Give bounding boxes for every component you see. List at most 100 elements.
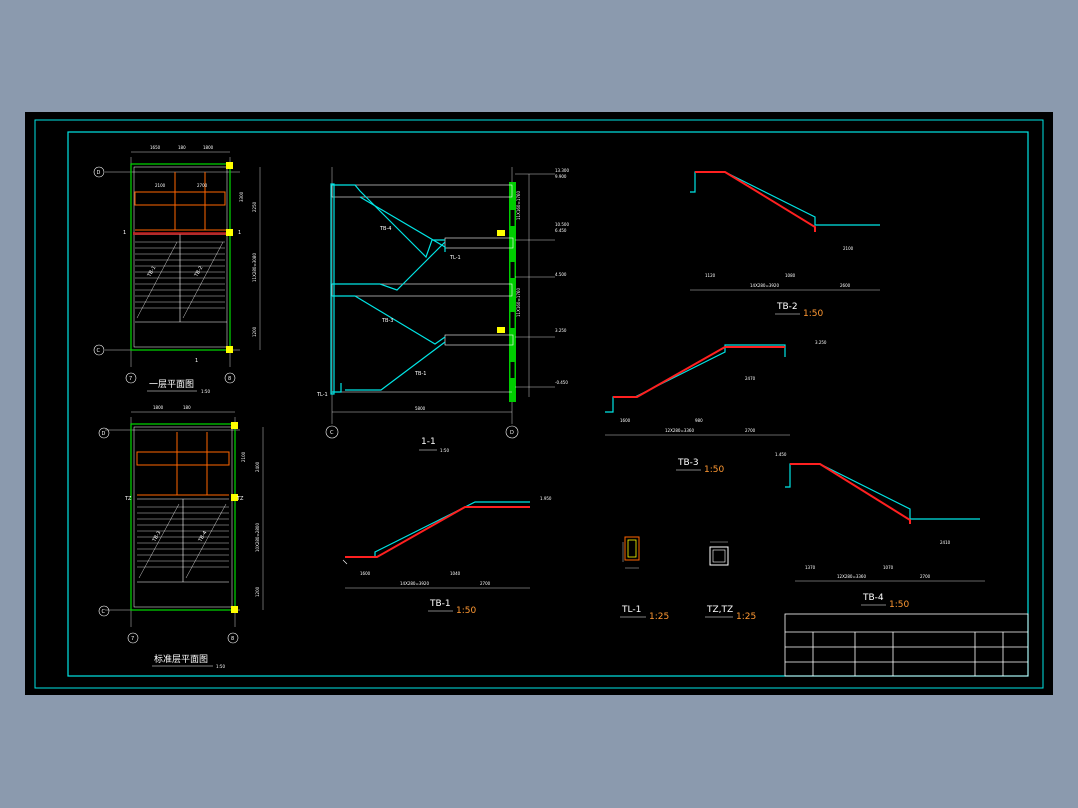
svg-text:9.900: 9.900 [555, 174, 567, 179]
axis-7-label: 7 [129, 376, 132, 382]
std-axis-d-label: D [102, 431, 106, 437]
drawing-sheet: 1650 180 1800 3300 2250 11X280=3080 1200 2… [25, 112, 1053, 695]
tz-scale: 1:25 [736, 612, 756, 622]
svg-text:180: 180 [183, 405, 191, 410]
tb3-scale: 1:50 [704, 465, 724, 475]
tb3-elev: 3.250 [815, 340, 827, 345]
detail-tb-4: 1.450 1370 1070 12X280=3360 2700 2410 TB… [775, 452, 985, 610]
tb4-dim-2: 1070 [883, 565, 894, 570]
tb4-dim-5: 2410 [940, 540, 951, 545]
tb1-dim-3: 14X280=3920 [400, 581, 429, 586]
tb4-scale: 1:50 [889, 600, 909, 610]
svg-text:3300: 3300 [239, 191, 244, 202]
section-title: 1-1 [421, 437, 436, 447]
tb3-dim-4: 2700 [745, 428, 756, 433]
beam-tl-1: TL-1 1:25 [620, 536, 669, 622]
svg-text:2250: 2250 [252, 201, 257, 212]
first-floor-title: 一层平面图 [149, 379, 194, 390]
svg-text:-0.450: -0.450 [555, 380, 568, 385]
svg-text:2700: 2700 [197, 183, 208, 188]
std-axis-c-label: C [102, 609, 106, 615]
tb1-elev: 1.950 [540, 496, 552, 501]
section-scale: 1:50 [440, 448, 449, 453]
svg-text:2100: 2100 [155, 183, 166, 188]
tb1-dim-1: 1600 [360, 571, 371, 576]
svg-text:1: 1 [195, 358, 198, 364]
column-tz: TZ,TZ 1:25 [705, 541, 756, 622]
outer-frame [34, 119, 1044, 689]
tb3-dim-2: 980 [695, 418, 703, 423]
section-axis-d: D [510, 430, 514, 436]
detail-tb-1: 1.950 1600 1040 14X280=3920 2700 TB-1 1:… [342, 496, 552, 616]
tb2-dim-3: 14X280=3920 [750, 283, 779, 288]
tb1-dim-4: 2700 [480, 581, 491, 586]
tb2-dim-1: 1120 [705, 273, 716, 278]
svg-text:1200: 1200 [252, 326, 257, 337]
cad-drawing: 1650 180 1800 3300 2250 11X280=3080 1200 2… [34, 119, 1044, 689]
title-block [784, 613, 1029, 677]
tb4-elev: 1.450 [775, 452, 787, 457]
detail-tb-2: 1120 1080 14X280=3920 2600 2100 TB-2 1:5… [690, 171, 880, 319]
svg-text:2100: 2100 [241, 451, 246, 462]
svg-text:1650: 1650 [150, 145, 161, 150]
svg-text:13.300: 13.300 [555, 168, 569, 173]
svg-text:TZ: TZ [236, 496, 244, 502]
tb1-dim-2: 1040 [450, 571, 461, 576]
tb3-title: TB-3 [677, 458, 699, 468]
std-floor-title: 标准层平面图 [154, 653, 208, 665]
axis-c-label: C [97, 348, 101, 354]
svg-text:6.450: 6.450 [555, 228, 567, 233]
axis-8-label: 8 [228, 376, 231, 382]
tb4-dim-4: 2700 [920, 574, 931, 579]
svg-text:TB-4: TB-4 [197, 530, 208, 544]
tb2-dim-2: 1080 [785, 273, 796, 278]
svg-text:10X280=2800: 10X280=2800 [255, 523, 260, 552]
tb2-scale: 1:50 [803, 309, 823, 319]
svg-text:2400: 2400 [255, 461, 260, 472]
svg-text:11X160=1760: 11X160=1760 [516, 288, 521, 317]
svg-text:1200: 1200 [255, 586, 260, 597]
tb4-dim-3: 12X280=3360 [837, 574, 866, 579]
section-span: 5800 [415, 406, 426, 411]
tl1-title: TL-1 [621, 605, 641, 615]
tb2-title: TB-2 [776, 302, 798, 312]
tb4-dim-1: 1370 [805, 565, 816, 570]
detail-tb-3: 3.250 1600 980 12X280=3360 2700 2470 TB-… [605, 340, 827, 475]
svg-text:180: 180 [178, 145, 186, 150]
axis-d-label: D [97, 170, 101, 176]
svg-text:1: 1 [238, 230, 241, 236]
svg-text:TB-2: TB-2 [193, 265, 204, 279]
svg-text:TB-4: TB-4 [379, 226, 391, 232]
svg-text:TL-1: TL-1 [449, 255, 461, 261]
std-floor-scale: 1:50 [216, 664, 225, 669]
svg-text:1800: 1800 [153, 405, 164, 410]
svg-text:4.500: 4.500 [555, 272, 567, 277]
svg-text:11X280=3080: 11X280=3080 [252, 253, 257, 282]
tl1-scale: 1:25 [649, 612, 669, 622]
svg-text:1800: 1800 [203, 145, 214, 150]
tb3-dim-1: 1600 [620, 418, 631, 423]
tb2-dim-4: 2600 [840, 283, 851, 288]
svg-text:TB-3: TB-3 [151, 530, 162, 544]
svg-text:3.250: 3.250 [555, 328, 567, 333]
tz-title: TZ,TZ [706, 605, 733, 615]
tb4-title: TB-4 [862, 593, 884, 603]
tb1-scale: 1:50 [456, 606, 476, 616]
std-axis-8-label: 8 [231, 636, 234, 642]
tb1-title: TB-1 [429, 599, 451, 609]
svg-text:TB-1: TB-1 [146, 265, 157, 279]
tb3-dim-5: 2470 [745, 376, 756, 381]
svg-text:TB-1: TB-1 [414, 371, 426, 377]
first-floor-plan: 1650 180 1800 3300 2250 11X280=3080 1200 2… [93, 145, 261, 394]
tb3-dim-3: 12X280=3360 [665, 428, 694, 433]
first-floor-scale: 1:50 [201, 389, 210, 394]
inner-frame [67, 131, 1029, 677]
svg-text:1: 1 [123, 230, 126, 236]
svg-text:TB-3: TB-3 [381, 318, 393, 324]
svg-text:11X160=1760: 11X160=1760 [516, 191, 521, 220]
svg-text:TL-1: TL-1 [316, 392, 328, 398]
std-axis-7-label: 7 [131, 636, 134, 642]
svg-text:TZ: TZ [124, 496, 132, 502]
